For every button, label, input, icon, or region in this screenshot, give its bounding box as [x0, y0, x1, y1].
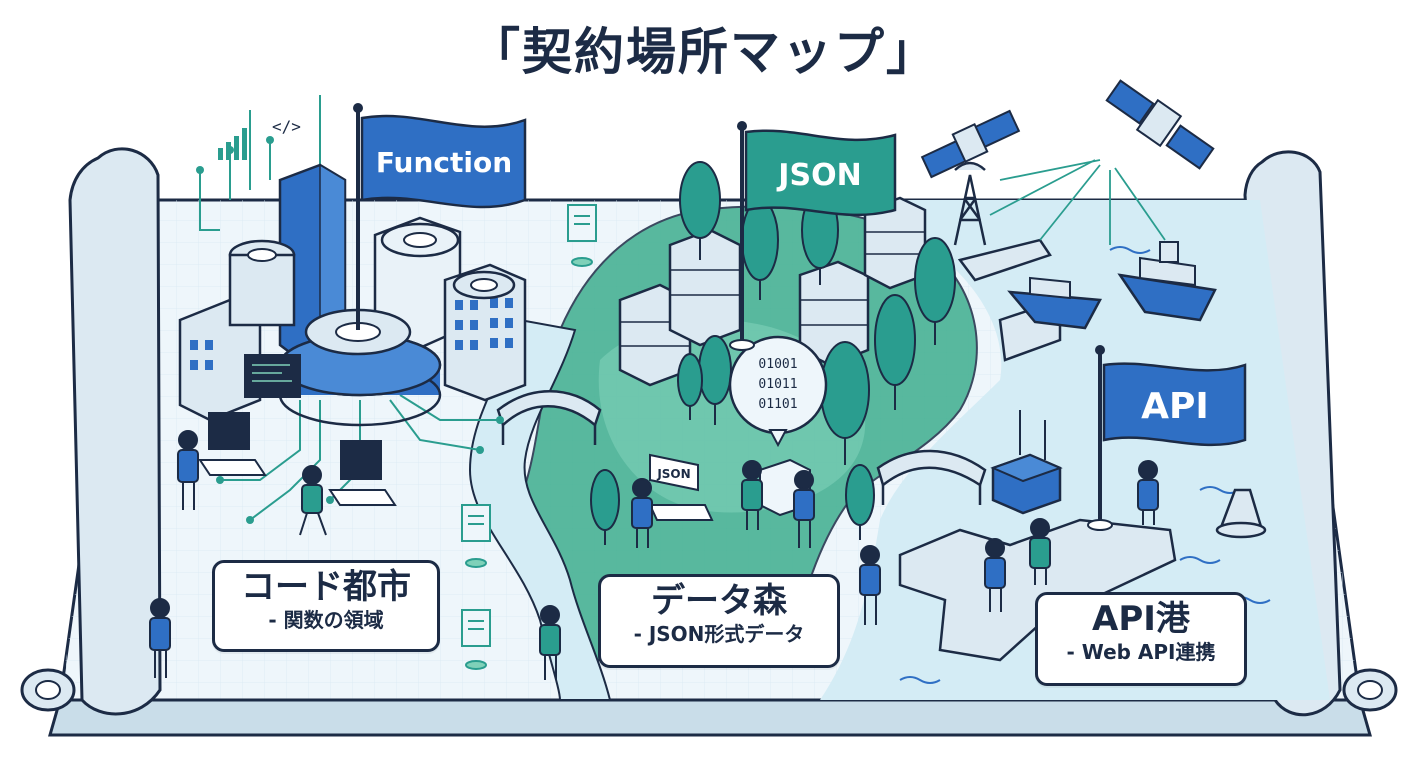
page-title: 「契約場所マップ」 [470, 23, 938, 81]
binary-line-2: 01011 [758, 377, 797, 392]
region-title: API港 [1092, 599, 1190, 639]
person [299, 465, 327, 536]
region-label-code-city: コード都市 - 関数の領域 [212, 560, 440, 652]
ships [1007, 241, 1217, 330]
bar-chart-icon [218, 128, 247, 160]
person [1137, 460, 1159, 525]
signal-beams [989, 159, 1166, 245]
document-icons [461, 204, 597, 670]
region-subtitle: - Web API連携 [1066, 640, 1216, 664]
person [149, 598, 171, 678]
trees [590, 161, 956, 545]
person [793, 470, 815, 548]
person [859, 545, 881, 625]
bridge-left [496, 390, 602, 445]
person [1029, 518, 1051, 585]
radio-tower [953, 161, 987, 246]
person [984, 538, 1006, 612]
code-city: </> [178, 95, 527, 524]
bridge-right [876, 449, 987, 505]
region-subtitle: - 関数の領域 [268, 608, 384, 632]
flag-api-label: API [1141, 386, 1209, 427]
person [177, 430, 199, 510]
satellite-right [1105, 79, 1215, 170]
flag-function-label: Function [376, 146, 512, 179]
region-label-data-forest: データ森 - JSON形式データ [598, 574, 840, 668]
satellite-left [920, 109, 1021, 179]
region-label-api-port: API港 - Web API連携 [1035, 592, 1247, 686]
json-sign-text: JSON [656, 467, 690, 481]
flag-json-label: JSON [776, 158, 861, 193]
binary-bubble: 01001 01011 01101 [728, 335, 828, 448]
region-title: データ森 [651, 581, 787, 621]
person [631, 478, 653, 548]
people [149, 430, 1159, 680]
flag-json: JSON [729, 121, 897, 351]
region-subtitle: - JSON形式データ [633, 622, 805, 646]
region-title: コード都市 [241, 567, 411, 607]
code-tag-text: </> [272, 117, 301, 136]
person [741, 460, 763, 530]
flag-function: Function [353, 103, 527, 330]
binary-line-3: 01101 [758, 397, 797, 412]
server-stacks [618, 196, 927, 387]
binary-line-1: 01001 [758, 357, 797, 372]
flag-api: API [1087, 345, 1247, 531]
person [539, 605, 561, 680]
